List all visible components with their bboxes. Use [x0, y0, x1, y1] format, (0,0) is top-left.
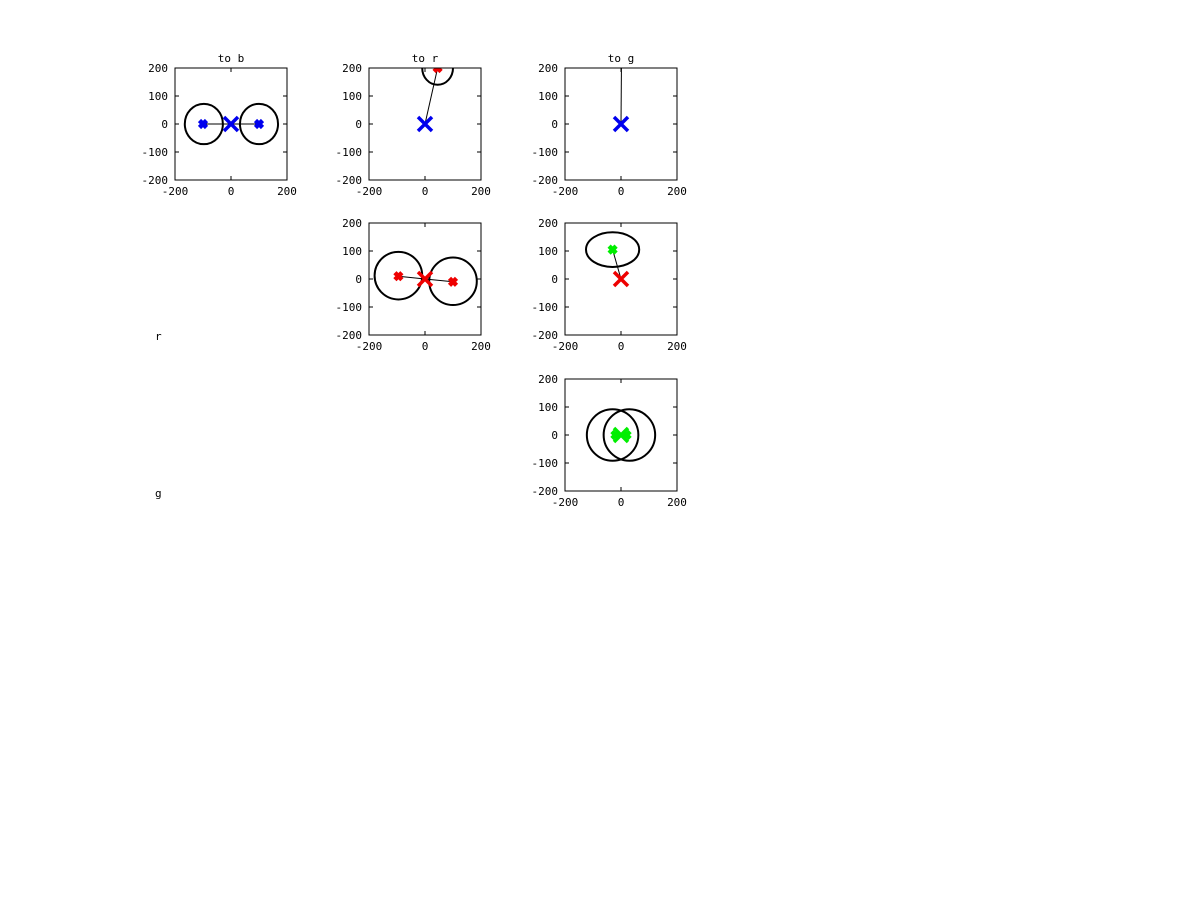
plot-frame — [564, 222, 678, 336]
covariance-ellipse — [602, 408, 657, 462]
x-tick-label: 0 — [422, 340, 429, 353]
x-tick-label: 200 — [471, 185, 491, 198]
offset-line — [398, 275, 426, 280]
y-tick-label: 0 — [161, 118, 168, 131]
y-tick-label: -200 — [336, 329, 363, 342]
origin-marker — [612, 115, 630, 133]
x-tick-label: 200 — [667, 496, 687, 509]
plot-area — [416, 68, 454, 133]
y-tick-label: 100 — [538, 245, 558, 258]
offset-line — [620, 68, 622, 125]
x-tick-label: -200 — [552, 496, 579, 509]
plot-area — [585, 408, 657, 462]
origin-marker — [612, 426, 630, 444]
y-tick-label: -100 — [532, 457, 559, 470]
point-marker — [197, 118, 209, 130]
row-label: g — [155, 487, 162, 500]
plot-frame — [564, 67, 678, 181]
y-tick-label: -200 — [336, 174, 363, 187]
plot-area — [612, 68, 630, 133]
subplot-b-to-b: 200 100 0 -100 -200-200 0 200 — [142, 62, 297, 198]
offset-line — [612, 249, 622, 280]
subplot-r-to-r: 200 100 0 -100 -200-200 0 200 — [336, 217, 491, 353]
y-tick-label: 100 — [538, 401, 558, 414]
y-tick-label: 0 — [551, 429, 558, 442]
x-tick-label: 0 — [228, 185, 235, 198]
y-tick-label: 200 — [538, 373, 558, 386]
row-label: r — [155, 330, 162, 343]
column-title: to b — [218, 52, 245, 65]
y-tick-label: 100 — [148, 90, 168, 103]
y-tick-label: 200 — [148, 62, 168, 75]
x-tick-label: 200 — [471, 340, 491, 353]
x-tick-label: -200 — [552, 340, 579, 353]
point-marker — [607, 244, 618, 255]
y-tick-label: -100 — [336, 301, 363, 314]
y-tick-label: -100 — [532, 146, 559, 159]
plot-area — [585, 231, 641, 288]
plot-frame — [174, 67, 288, 181]
x-tick-label: 200 — [667, 185, 687, 198]
origin-marker — [416, 270, 434, 288]
x-tick-label: 0 — [618, 185, 625, 198]
y-tick-label: 200 — [342, 62, 362, 75]
y-tick-label: 200 — [538, 62, 558, 75]
point-marker — [432, 68, 443, 74]
subplot-b-to-g: 200 100 0 -100 -200-200 0 200 — [532, 62, 687, 198]
x-tick-label: -200 — [552, 185, 579, 198]
subplot-r-to-g: 200 100 0 -100 -200-200 0 200 — [532, 217, 687, 353]
y-tick-label: 100 — [342, 245, 362, 258]
x-tick-label: 200 — [667, 340, 687, 353]
y-tick-label: -200 — [532, 329, 559, 342]
column-title: to r — [412, 52, 439, 65]
x-tick-label: -200 — [356, 340, 383, 353]
origin-marker — [416, 115, 434, 133]
covariance-ellipse — [421, 68, 454, 86]
point-marker — [253, 118, 265, 130]
y-tick-label: 0 — [355, 118, 362, 131]
origin-marker — [222, 115, 240, 133]
offset-line — [424, 68, 439, 125]
subplot-g-to-g: 200 100 0 -100 -200-200 0 200 — [532, 373, 687, 509]
offset-line — [424, 278, 454, 283]
subplot-b-to-r: 200 100 0 -100 -200-200 0 200 — [336, 62, 491, 198]
plot-frame — [368, 67, 482, 181]
y-tick-label: 0 — [355, 273, 362, 286]
x-tick-label: 0 — [618, 340, 625, 353]
y-tick-label: 200 — [342, 217, 362, 230]
plot-area — [183, 102, 280, 146]
y-tick-label: -200 — [532, 485, 559, 498]
point-marker — [393, 271, 404, 282]
y-tick-label: -100 — [142, 146, 169, 159]
x-tick-label: -200 — [356, 185, 383, 198]
y-tick-label: 100 — [538, 90, 558, 103]
y-tick-label: -100 — [532, 301, 559, 314]
y-tick-label: 0 — [551, 118, 558, 131]
plot-frame — [368, 222, 482, 336]
y-tick-label: -200 — [532, 174, 559, 187]
y-tick-label: 0 — [551, 273, 558, 286]
plot-frame — [564, 378, 678, 492]
y-tick-label: -100 — [336, 146, 363, 159]
plot-area — [373, 250, 478, 307]
y-tick-label: -200 — [142, 174, 169, 187]
x-tick-label: 0 — [422, 185, 429, 198]
x-tick-label: 0 — [618, 496, 625, 509]
covariance-ellipse — [585, 231, 641, 268]
y-tick-label: 100 — [342, 90, 362, 103]
column-title: to g — [608, 52, 635, 65]
covariance-ellipse — [585, 408, 640, 462]
x-tick-label: -200 — [162, 185, 189, 198]
x-tick-label: 200 — [277, 185, 297, 198]
point-marker — [447, 276, 459, 287]
y-tick-label: 200 — [538, 217, 558, 230]
origin-marker — [612, 270, 630, 288]
